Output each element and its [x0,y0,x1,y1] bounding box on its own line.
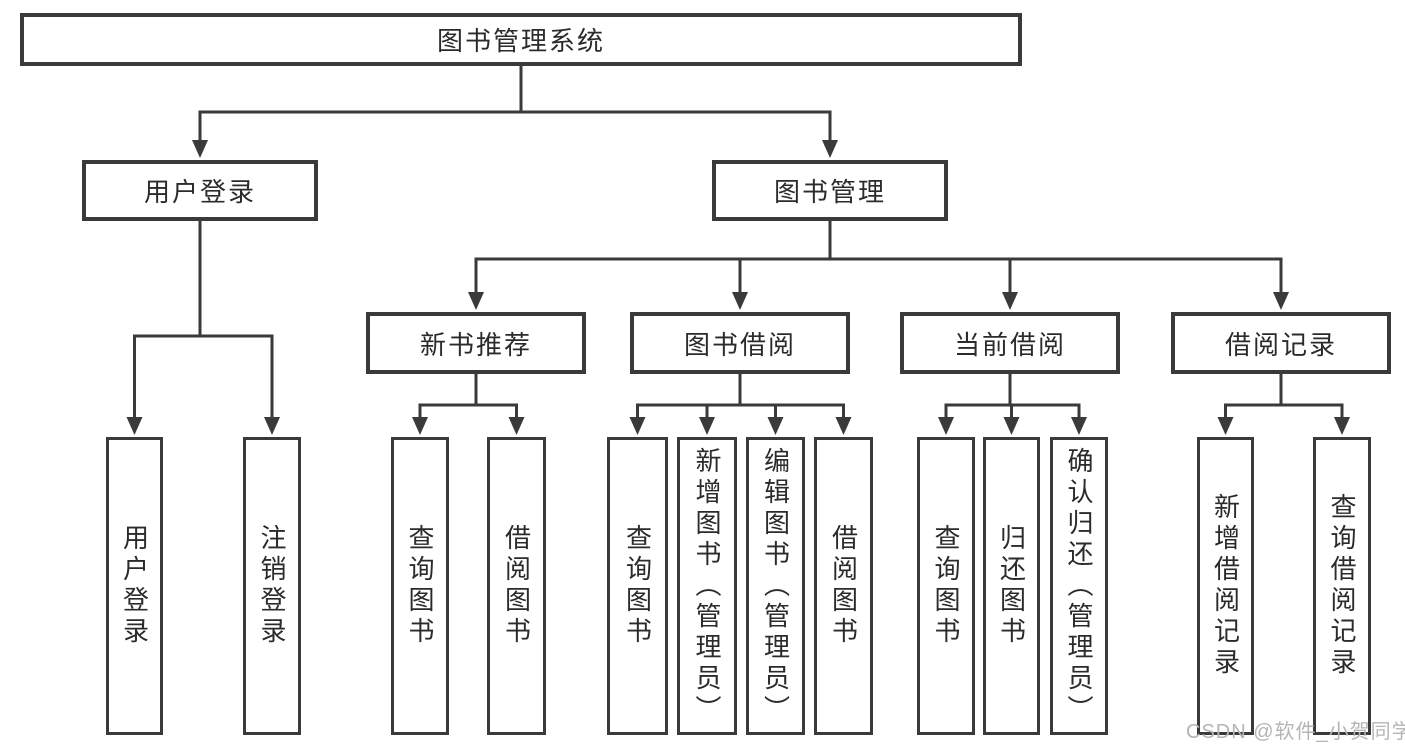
node-leaf-add-borrow-record: 新增借阅记录 [1197,437,1254,735]
node-leaf-borrow-book-1: 借阅图书 [487,437,546,735]
node-leaf-query-borrow-record: 查询借阅记录 [1313,437,1371,735]
node-book-borrow: 图书借阅 [630,312,850,374]
node-current-borrow: 当前借阅 [900,312,1120,374]
csdn-watermark: CSDN @软件_小贺同学 [1186,721,1405,743]
node-leaf-add-book-admin: 新增图书（管理员） [677,437,737,735]
node-book-management: 图书管理 [712,160,948,221]
node-leaf-query-book-3: 查询图书 [917,437,975,735]
node-leaf-borrow-book-2: 借阅图书 [814,437,873,735]
node-leaf-query-book-1: 查询图书 [391,437,449,735]
node-leaf-user-login: 用户登录 [106,437,163,735]
node-new-book-recommend: 新书推荐 [366,312,586,374]
node-leaf-logout: 注销登录 [243,437,301,735]
node-leaf-confirm-return-admin: 确认归还（管理员） [1050,437,1108,735]
node-leaf-query-book-2: 查询图书 [607,437,668,735]
node-user-login: 用户登录 [82,160,318,221]
node-root-system: 图书管理系统 [20,13,1022,66]
node-leaf-edit-book-admin: 编辑图书（管理员） [746,437,805,735]
node-borrow-records: 借阅记录 [1171,312,1391,374]
node-leaf-return-book: 归还图书 [983,437,1040,735]
